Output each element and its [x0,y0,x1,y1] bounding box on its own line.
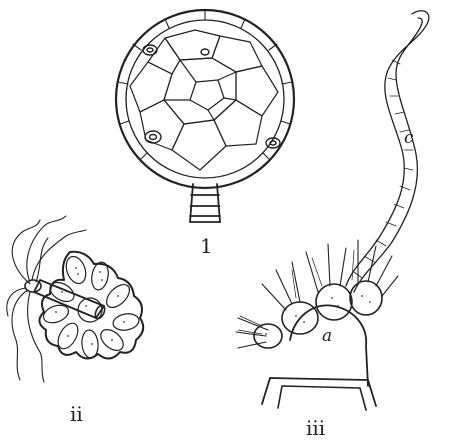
figure-2-label: ii [70,404,83,424]
figure-3-label: iii [306,418,325,438]
label-c: c [404,130,414,147]
figure-2-fan-body [7,216,143,382]
figure-1-sphere [116,10,294,222]
label-a: a [322,328,332,345]
figure-1-label: 1 [200,236,213,256]
